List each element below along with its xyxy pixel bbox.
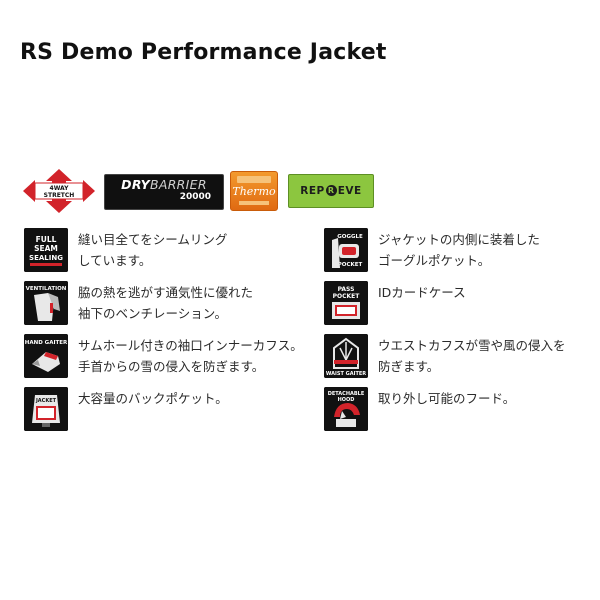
feature-description: 取り外し可能のフード。	[378, 391, 516, 406]
four-way-line2: STRETCH	[44, 192, 75, 199]
detachable-hood-icon: DETACHABLE HOOD	[324, 387, 368, 431]
ventilation-icon: VENTILATION	[24, 281, 68, 325]
svg-text:DETACHABLE: DETACHABLE	[328, 391, 365, 397]
svg-text:JACKET: JACKET	[35, 398, 57, 404]
svg-text:GOGGLE: GOGGLE	[337, 234, 363, 240]
svg-text:HAND GAITER: HAND GAITER	[25, 340, 68, 346]
repreve-r-mark: R	[325, 185, 337, 196]
feature-description: ジャケットの内側に装着した ゴーグルポケット。	[378, 232, 540, 268]
goggle-pocket-icon: GOGGLE POCKET	[324, 228, 368, 272]
dry-barrier-bold: DRY	[121, 177, 150, 192]
feature-description: 縫い目全てをシームリング しています。	[78, 232, 228, 268]
four-way-stretch-logo: 4WAY STRETCH	[22, 168, 96, 214]
feature-description: 大容量のバックポケット。	[78, 391, 228, 406]
feature-logo-strip: 4WAY STRETCH DRYBARRIER 20000 Thermo REP…	[22, 168, 382, 214]
svg-text:SEALING: SEALING	[29, 254, 63, 262]
repreve-right: EVE	[337, 185, 362, 197]
page-title: RS Demo Performance Jacket	[20, 40, 387, 65]
feature-description: ウエストカフスが雪や風の侵入を 防ぎます。	[378, 338, 566, 374]
svg-text:SEAM: SEAM	[34, 244, 58, 253]
dry-barrier-number: 20000	[179, 192, 211, 202]
feature-description: 脇の熱を逃がす通気性に優れた 袖下のベンチレーション。	[78, 285, 254, 321]
thermo-logo: Thermo	[230, 171, 278, 211]
feature-description: サムホール付きの袖口インナーカフス。 手首からの雪の侵入を防ぎます。	[78, 338, 303, 374]
thermo-word: Thermo	[232, 185, 276, 198]
svg-text:POCKET: POCKET	[333, 293, 361, 300]
svg-text:HOOD: HOOD	[338, 397, 355, 403]
pass-pocket-icon: PASS POCKET	[324, 281, 368, 325]
svg-text:WAIST GAITER: WAIST GAITER	[326, 371, 366, 377]
svg-text:POCKET: POCKET	[338, 262, 363, 268]
svg-text:FULL: FULL	[36, 235, 57, 244]
svg-text:VENTILATION: VENTILATION	[26, 286, 67, 292]
four-way-line1: 4WAY	[50, 185, 70, 192]
svg-text:PASS: PASS	[338, 286, 355, 293]
feature-description: IDカードケース	[378, 285, 466, 300]
hand-gaiter-icon: HAND GAITER	[24, 334, 68, 378]
dry-barrier-logo: DRYBARRIER 20000	[104, 174, 224, 210]
jacket-back-pocket-icon: JACKET	[24, 387, 68, 431]
full-seam-sealing-icon: FULL SEAM SEALING	[24, 228, 68, 272]
repreve-left: REP	[300, 185, 325, 197]
waist-gaiter-icon: WAIST GAITER	[324, 334, 368, 378]
dry-barrier-light: BARRIER	[149, 177, 207, 192]
